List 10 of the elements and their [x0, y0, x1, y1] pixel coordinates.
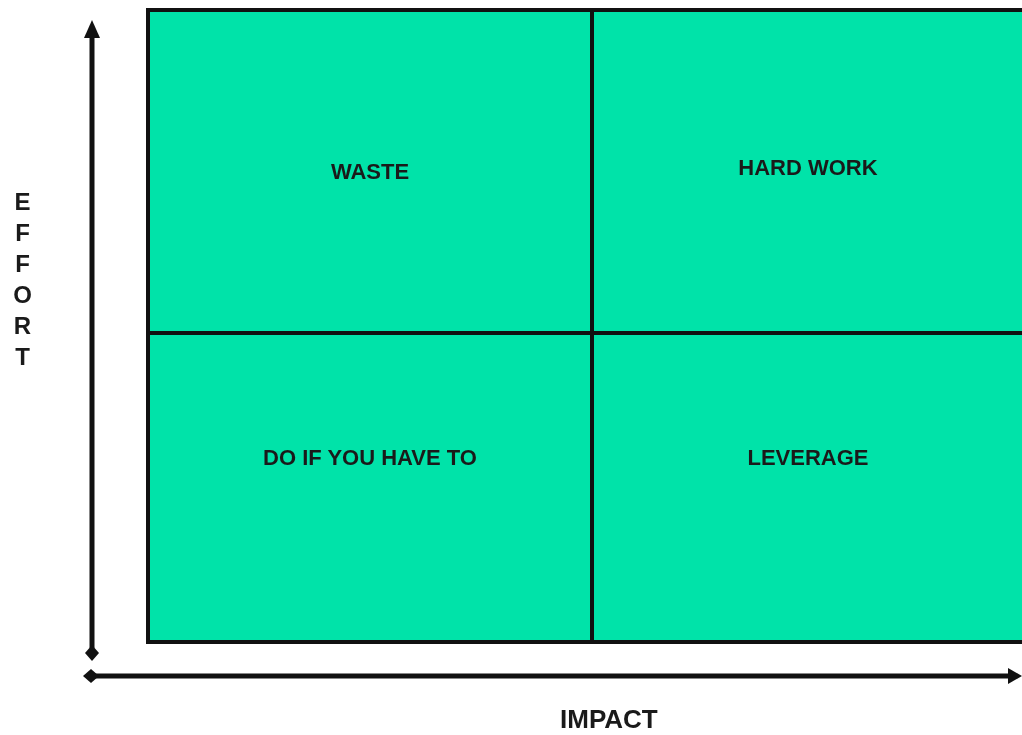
quadrant-box [146, 331, 590, 644]
quadrant-label: DO IF YOU HAVE TO [263, 444, 477, 471]
quadrant-box [590, 8, 1022, 331]
x-axis-title: IMPACT [560, 704, 658, 735]
quadrant-label: WASTE [330, 158, 410, 185]
quadrant-box [590, 331, 1022, 644]
quadrant-box [146, 8, 590, 331]
y-axis-title: EFFORT [10, 188, 34, 374]
quadrant-label: LEVERAGE [747, 444, 869, 471]
quadrant-label: HARD WORK [738, 154, 878, 181]
